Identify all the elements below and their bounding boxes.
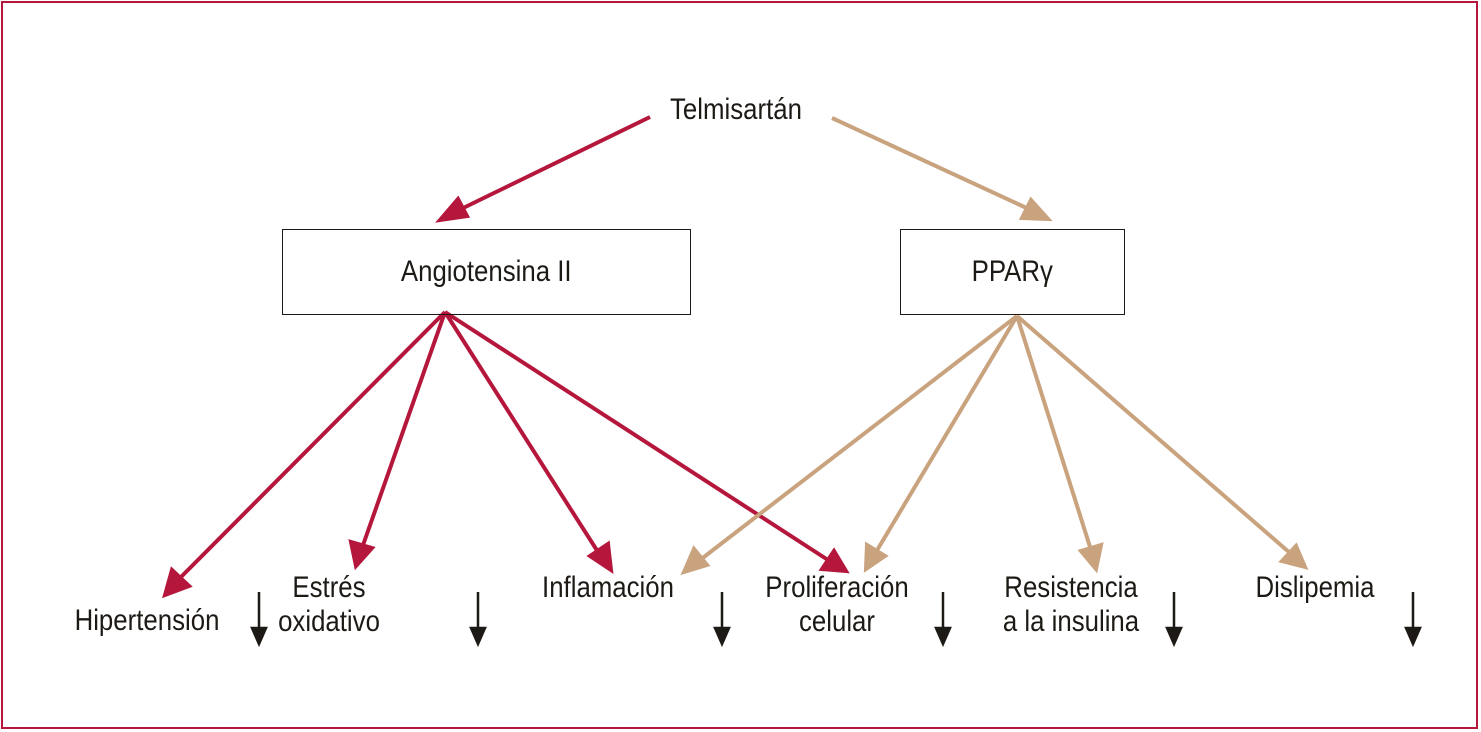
ppar-box: PPARγ bbox=[900, 229, 1125, 315]
arrow-angiotensina-estres bbox=[360, 311, 447, 549]
ppar-arrows bbox=[680, 116, 1309, 576]
arrowhead-angiotensina-inflamacion bbox=[586, 540, 614, 575]
arrow-angiotensina-inflamacion bbox=[443, 310, 600, 554]
arrowhead-angiotensina-estres bbox=[348, 539, 376, 571]
arrow-ppar-inflamacion bbox=[698, 314, 1019, 562]
arrowhead-angiotensina-hipertension bbox=[162, 566, 193, 599]
angiotensina-label: Angiotensina II bbox=[401, 255, 572, 288]
outcome-proliferacion-line2: celular bbox=[798, 605, 876, 638]
outcome-estres-line2: oxidativo bbox=[278, 605, 380, 638]
arrow-ppar-resistencia bbox=[1015, 315, 1093, 551]
down-arrow-head bbox=[469, 626, 487, 648]
decrease-arrows bbox=[250, 592, 1422, 648]
down-arrow-head bbox=[713, 626, 731, 648]
outcome-resistencia-line2: a la insulina bbox=[1002, 605, 1140, 638]
outcome-estres-line1: Estrés bbox=[292, 571, 366, 604]
arrowhead-telmisartan-angiotensina bbox=[434, 195, 471, 223]
arrowhead-ppar-dislipemia bbox=[1278, 542, 1309, 570]
arrowhead-ppar-proliferacion bbox=[863, 541, 889, 573]
outcome-resistencia-line1: Resistencia bbox=[1004, 571, 1138, 604]
outcome-proliferacion-line1: Proliferación bbox=[765, 571, 909, 604]
ppar-label: PPARγ bbox=[971, 255, 1054, 288]
arrowhead-angiotensina-proliferacion bbox=[818, 547, 850, 574]
arrow-telmisartan-angiotensina bbox=[454, 115, 651, 214]
arrowhead-ppar-resistencia bbox=[1077, 542, 1104, 574]
arrowhead-telmisartan-ppar bbox=[1018, 196, 1053, 222]
arrow-angiotensina-hipertension bbox=[176, 310, 447, 582]
outcome-inflamacion: Inflamación bbox=[542, 571, 674, 604]
angiotensina-arrows bbox=[162, 115, 850, 599]
root-label: Telmisartán bbox=[670, 93, 802, 126]
outcome-dislipemia: Dislipemia bbox=[1255, 571, 1375, 604]
down-arrow-head bbox=[1404, 626, 1422, 648]
down-arrow-head bbox=[250, 626, 268, 648]
angiotensina-box: Angiotensina II bbox=[282, 229, 691, 315]
arrow-angiotensina-proliferacion bbox=[443, 310, 830, 562]
down-arrow-head bbox=[934, 626, 952, 648]
arrow-ppar-proliferacion bbox=[874, 314, 1019, 554]
down-arrow-head bbox=[1165, 626, 1183, 648]
arrow-ppar-dislipemia bbox=[1015, 314, 1292, 555]
arrow-telmisartan-ppar bbox=[831, 116, 1034, 213]
arrowhead-ppar-inflamacion bbox=[680, 545, 711, 576]
outcome-hipertension: Hipertensión bbox=[74, 604, 220, 637]
